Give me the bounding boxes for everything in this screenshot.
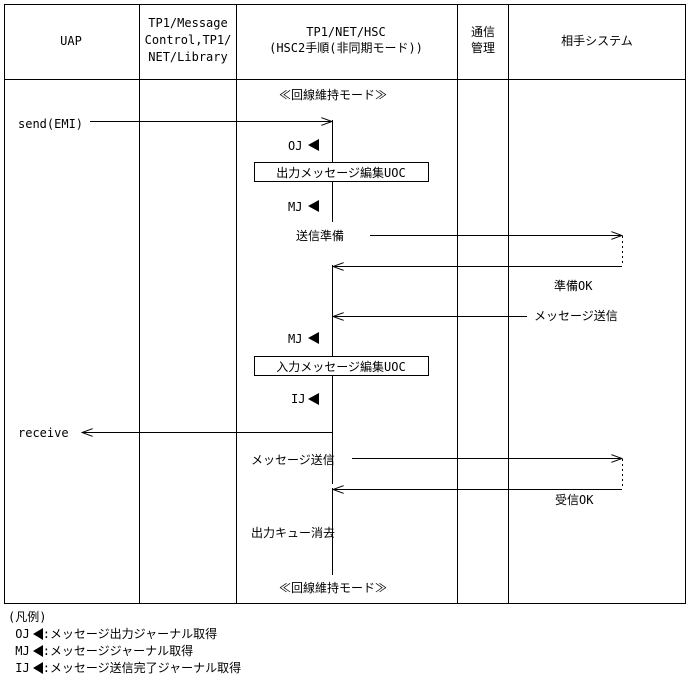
outgoing-message-label: メッセージ送信: [251, 452, 335, 467]
sequence-diagram: UAP TP1/Message Control,TP1/ NET/Library…: [4, 4, 686, 604]
header-tp1-message-line3: NET/Library: [148, 50, 227, 64]
input-uoc-box: [254, 356, 429, 376]
output-uoc-label: 出力メッセージ編集UOC: [276, 165, 405, 180]
mj-triangle-icon: [308, 332, 319, 344]
legend-item: MJ :メッセージジャーナル取得: [8, 643, 241, 660]
triangle-icon: [32, 662, 43, 674]
recv-ok-label: 受信OK: [555, 493, 594, 507]
input-uoc-label: 入力メッセージ編集UOC: [276, 359, 405, 374]
header-partner-system: 相手システム: [561, 34, 633, 48]
header-tp1-message-line1: TP1/Message: [148, 16, 227, 30]
triangle-icon: [32, 628, 43, 640]
ij-triangle-icon: [308, 393, 319, 405]
diagram-frame: [4, 4, 686, 604]
header-hsc-line1: TP1/NET/HSC: [306, 25, 385, 39]
legend-title: (凡例): [8, 610, 47, 624]
legend-item: OJ :メッセージ出力ジャーナル取得: [8, 626, 241, 643]
mj-label: MJ: [288, 332, 302, 346]
triangle-icon: [32, 645, 43, 657]
oj-triangle-icon: [308, 139, 319, 151]
mode-label-top: ≪回線維持モード≫: [279, 87, 387, 102]
send-prep-label: 送信準備: [296, 228, 344, 243]
output-uoc-box: [254, 162, 429, 182]
legend-text: :メッセージ出力ジャーナル取得: [42, 627, 218, 641]
legend-text: :メッセージ送信完了ジャーナル取得: [42, 661, 242, 675]
queue-delete-label: 出力キュー消去: [251, 526, 335, 540]
legend-text: :メッセージジャーナル取得: [42, 644, 194, 658]
legend-item: IJ :メッセージ送信完了ジャーナル取得: [8, 660, 241, 677]
legend-code: MJ: [15, 644, 30, 658]
ij-label: IJ: [291, 392, 305, 406]
legend-code: OJ: [15, 627, 30, 641]
header-tp1-message-line2: Control,TP1/: [145, 33, 232, 47]
legend-code: IJ: [15, 661, 30, 675]
legend: (凡例) OJ :メッセージ出力ジャーナル取得 MJ :メッセージジャーナル取得 I…: [8, 609, 241, 677]
mj-label: MJ: [288, 200, 302, 214]
receive-label: receive: [18, 426, 69, 440]
header-hsc-line2: (HSC2手順(非同期モード)): [269, 41, 423, 55]
prep-ok-label: 準備OK: [554, 278, 593, 293]
mode-label-bottom: ≪回線維持モード≫: [279, 580, 387, 595]
header-comm-line1: 通信: [471, 25, 495, 39]
oj-label: OJ: [288, 139, 302, 153]
header-uap: UAP: [60, 34, 82, 48]
mj-triangle-icon: [308, 200, 319, 212]
send-label: send(EMI): [18, 117, 83, 131]
header-comm-line2: 管理: [471, 40, 495, 55]
incoming-message-label: メッセージ送信: [534, 308, 618, 323]
